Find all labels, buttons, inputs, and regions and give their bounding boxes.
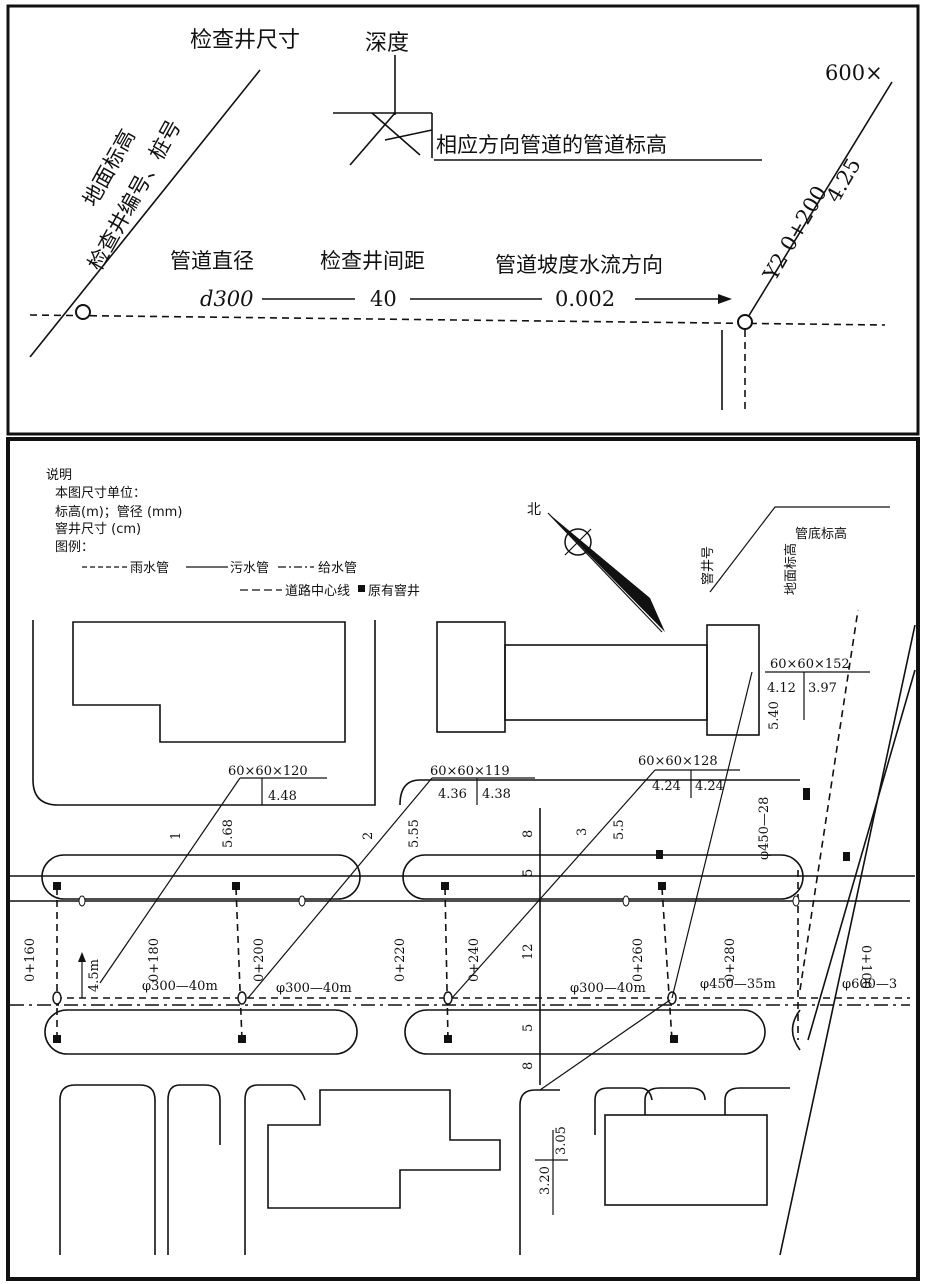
- manholes-new: [52, 895, 800, 1005]
- manhole-leader-left: [29, 69, 261, 358]
- station-label: 0+220: [393, 938, 408, 982]
- value-slope: 0.002: [555, 287, 615, 311]
- legend-water: 给水管: [318, 561, 357, 576]
- top-frame: [6, 4, 920, 436]
- station-label: 0+180: [147, 938, 162, 982]
- manhole-size: 60×60×128: [638, 754, 718, 769]
- value-manhole-label: Y2 0+200: [758, 182, 832, 286]
- manhole-circle-left: [75, 304, 91, 320]
- dim-label: 8: [521, 830, 536, 838]
- elev-label: 3.05: [554, 1126, 569, 1155]
- value-diameter: d300: [200, 287, 254, 311]
- arrow-head-icon: [78, 952, 86, 962]
- manhole-elev-in: 4.36: [438, 787, 467, 802]
- existing-well-icon: [358, 585, 365, 592]
- legend-notation-panel: 检查井尺寸 深度 检查井编号、桩号 地面标高 相应方向管道的管道标高 管道直径 …: [6, 4, 920, 436]
- elev-label: 3.20: [538, 1166, 553, 1195]
- plan-panel: 说明 本图尺寸单位： 标高(m)；管径 (mm) 窨井尺寸 (cm) 图例： 雨…: [6, 437, 920, 1281]
- notes-line: 本图尺寸单位：: [55, 486, 146, 501]
- north-label: 北: [527, 502, 541, 518]
- label-pipe-elevation: 相应方向管道的管道标高: [436, 133, 667, 157]
- station-label: 0+160: [23, 938, 38, 982]
- dim-label: 5: [521, 1024, 536, 1032]
- existing-wells: [53, 788, 850, 1043]
- pipe-label: φ600—3: [842, 977, 897, 992]
- pipe-label: φ450—35m: [700, 977, 776, 992]
- dim-label: 5: [521, 869, 536, 877]
- manhole-no: 3: [575, 828, 590, 836]
- manhole-elev-out: 4.48: [268, 789, 297, 804]
- pipe-line: [29, 314, 886, 326]
- pipes-branches: [56, 870, 799, 1041]
- label-depth: 深度: [365, 31, 409, 56]
- manhole-elev-in: 4.12: [767, 681, 796, 696]
- manhole-elev-in: 4.24: [652, 779, 681, 794]
- label-manhole-spacing: 检查井间距: [320, 249, 425, 273]
- pipe-label: φ300—40m: [276, 981, 352, 996]
- dimensions: 8 5 12 5 8 4.5m: [78, 830, 536, 1070]
- manhole-labels: 60×60×120 4.48 5.68 1 60×60×119 4.36 4.3…: [169, 657, 850, 848]
- buildings: [32, 620, 800, 1255]
- manhole-size: 60×60×152: [770, 657, 850, 672]
- pipe-label: φ300—40m: [570, 981, 646, 996]
- manhole-circle-right: [737, 314, 753, 330]
- manhole-no: 2: [361, 832, 376, 840]
- legend-ground-elev: 地面标高: [783, 543, 799, 595]
- plan-frame: [6, 437, 920, 1281]
- dim-label: 8: [521, 1062, 536, 1070]
- legend-sewage: 污水管: [230, 561, 269, 576]
- legend-well-no: 窨井号: [700, 546, 716, 585]
- pipe-labels: φ300—40m φ300—40m φ300—40m φ450—35m φ450…: [142, 797, 897, 996]
- notes: 说明 本图尺寸单位： 标高(m)；管径 (mm) 窨井尺寸 (cm) 图例： 雨…: [46, 468, 420, 599]
- station-label: 0+280: [723, 938, 738, 982]
- manhole-ground: 5.55: [407, 819, 422, 848]
- value-spacing: 40: [370, 287, 397, 311]
- notes-line: 图例：: [55, 540, 94, 555]
- legend-centerline: 道路中心线: [285, 583, 350, 599]
- station-label: 0+260: [631, 938, 646, 982]
- label-manhole-size: 检查井尺寸: [190, 28, 300, 53]
- manhole-ground: 5.40: [767, 701, 782, 730]
- bottom-elev: 3.05 3.20: [535, 1126, 569, 1215]
- manhole-elev-out: 4.38: [482, 787, 511, 802]
- label-pipe-diameter: 管道直径: [170, 249, 254, 273]
- pipe-label: φ300—40m: [142, 979, 218, 994]
- pipe-label: φ450—28: [757, 797, 772, 860]
- manhole-ground: 5.5: [612, 819, 627, 840]
- manhole-ground: 5.68: [221, 819, 236, 848]
- road: [10, 854, 915, 1055]
- value-size: 600×: [825, 61, 883, 85]
- notes-line: 标高(m)；管径 (mm): [55, 504, 182, 520]
- label-slope-flow: 管道坡度水流方向: [495, 253, 663, 277]
- manhole-elev-out: 3.97: [808, 681, 837, 696]
- notes-line: 窨井尺寸 (cm): [55, 521, 141, 537]
- station-label: 0+100: [858, 945, 873, 989]
- manhole-size: 60×60×119: [430, 764, 510, 779]
- manhole-no: 1: [169, 832, 184, 840]
- value-ground: 4.25: [822, 154, 866, 207]
- dim-label: 12: [521, 943, 536, 960]
- north-arrow-icon: 北: [527, 502, 665, 633]
- station-label: 0+200: [252, 938, 267, 982]
- stations: 0+160 0+180 0+200 0+220 0+240 0+260 0+28…: [23, 938, 873, 989]
- arrow-head-icon: [718, 294, 732, 304]
- manhole-elev-out: 4.24: [695, 779, 724, 794]
- station-label: 0+240: [467, 938, 482, 982]
- legend-rain: 雨水管: [130, 561, 169, 576]
- dim-label: 4.5m: [87, 959, 102, 992]
- manhole-size: 60×60×120: [228, 764, 308, 779]
- legend-existing: 原有窨井: [368, 583, 420, 599]
- notes-title: 说明: [46, 468, 72, 483]
- legend-pipe-elev: 管底标高: [795, 526, 847, 542]
- leaders: [99, 609, 916, 1256]
- manhole-leader-right: [744, 81, 893, 323]
- direction-symbol: [333, 112, 433, 166]
